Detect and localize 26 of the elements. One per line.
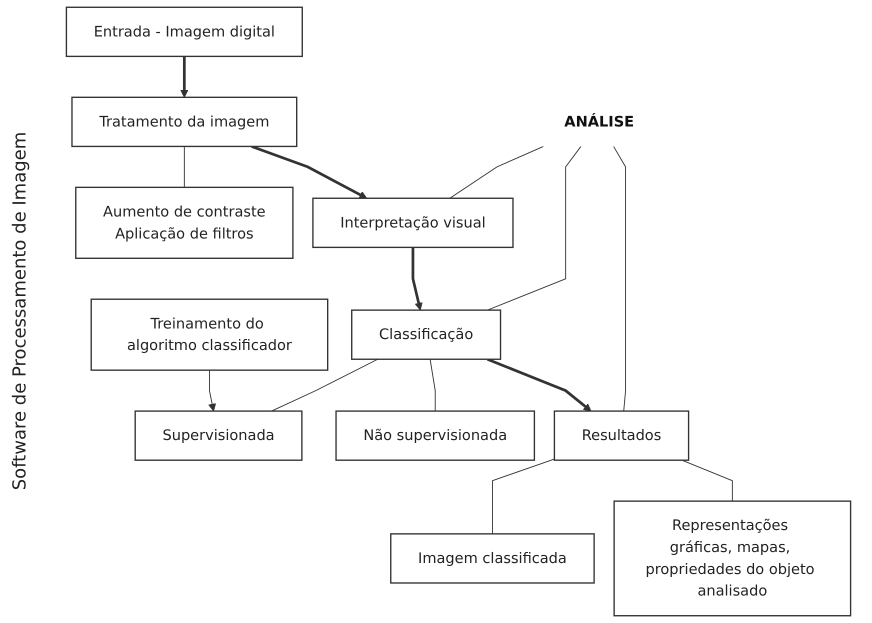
node-box: Imagem classificada <box>390 533 595 584</box>
node-box: Tratamento da imagem <box>71 96 298 148</box>
node-box: Representações gráficas, mapas, propriedades do objeto analisado <box>613 500 852 616</box>
node-box: Supervisionada <box>134 410 303 461</box>
node-box: Treinamento do algoritmo classificador <box>90 298 328 371</box>
connector <box>430 358 436 412</box>
node-box: Classificação <box>351 309 502 360</box>
node-box: Interpretação visual <box>312 198 514 248</box>
connector <box>271 358 378 412</box>
arrow <box>412 247 423 310</box>
connector <box>486 146 582 311</box>
node-text: ANÁLISE <box>564 112 634 130</box>
arrow <box>486 358 592 412</box>
arrow <box>180 56 188 98</box>
connector <box>613 146 626 412</box>
connector <box>492 458 555 534</box>
node-box: Aumento de contraste Aplicação de filtros <box>75 186 294 259</box>
arrow <box>251 145 368 199</box>
connector <box>449 146 544 199</box>
node-box: Entrada - Imagem digital <box>66 6 303 58</box>
connector <box>184 146 185 188</box>
bracket-label: Software de Processamento de Imagem <box>10 132 30 490</box>
node-box: Resultados <box>554 410 690 461</box>
node-box: Não supervisionada <box>335 410 536 461</box>
arrow <box>208 370 216 412</box>
connector <box>682 460 733 502</box>
